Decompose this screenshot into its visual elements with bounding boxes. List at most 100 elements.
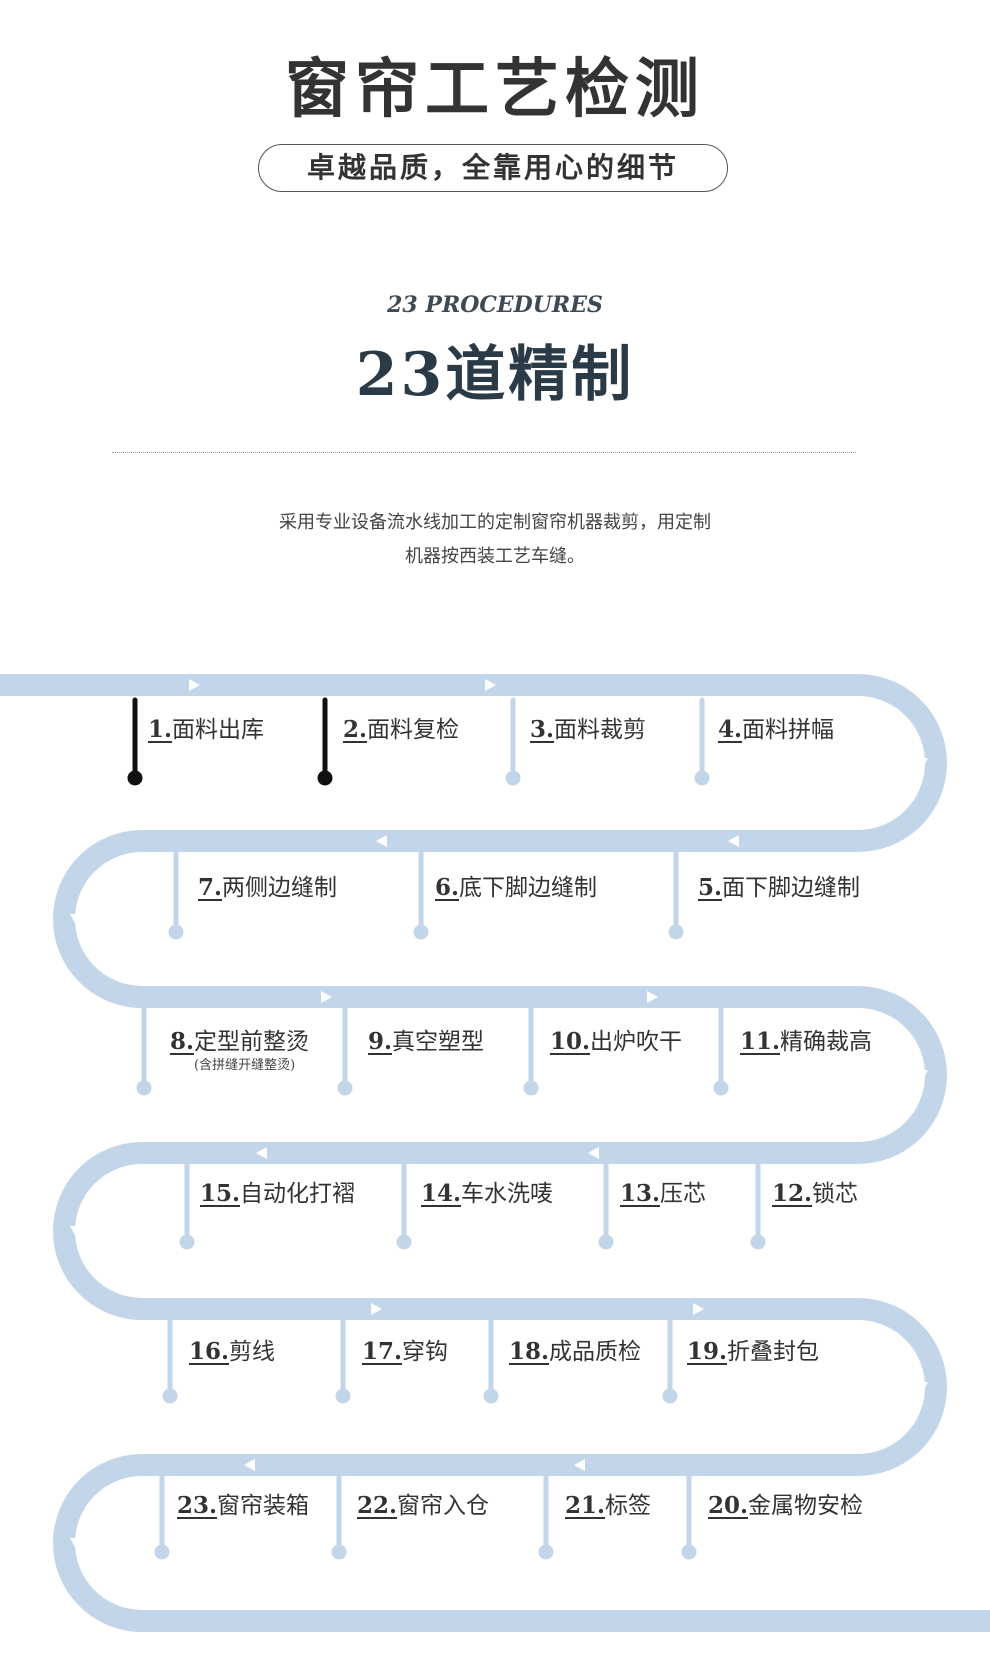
direction-arrow-icon — [916, 1070, 928, 1081]
direction-arrow-icon — [70, 914, 82, 925]
procedures-chinese-heading: 23道精制 — [355, 340, 635, 410]
step-number: 18. — [509, 1338, 550, 1365]
step-marker-dot — [413, 924, 429, 940]
description: 采用专业设备流水线加工的定制窗帘机器裁剪，用定制 机器按西装工艺车缝。 — [0, 506, 990, 574]
step-name: 两侧边缝制 — [222, 875, 338, 901]
step-name: 面下脚边缝制 — [722, 875, 861, 901]
step-label: 22.窗帘入仓 — [357, 1486, 489, 1520]
step-number: 16. — [189, 1338, 230, 1365]
step-marker-dot — [317, 770, 333, 786]
step-name: 压芯 — [660, 1181, 707, 1207]
step-number: 11. — [740, 1028, 781, 1055]
step-label: 14.车水洗唛 — [421, 1174, 553, 1208]
step-number: 15. — [200, 1180, 241, 1207]
step-number: 3. — [530, 716, 555, 743]
step-number: 23. — [177, 1492, 218, 1519]
direction-arrow-icon — [588, 1147, 599, 1159]
step-name: 出炉吹干 — [590, 1029, 683, 1055]
step-name: 金属物安检 — [748, 1493, 864, 1519]
direction-arrow-icon — [376, 835, 387, 847]
step-marker-dot — [538, 1544, 554, 1560]
procedures-english-heading: 23 PROCEDURES — [387, 292, 603, 318]
description-line-1: 采用专业设备流水线加工的定制窗帘机器裁剪，用定制 — [279, 512, 711, 533]
direction-arrow-icon — [647, 991, 658, 1003]
step-label: 19.折叠封包 — [687, 1332, 819, 1366]
step-name: 底下脚边缝制 — [459, 875, 598, 901]
step-name: 车水洗唛 — [461, 1181, 554, 1207]
subtitle-badge: 卓越品质，全靠用心的细节 — [258, 144, 728, 192]
step-marker-dot — [668, 924, 684, 940]
step-number: 10. — [550, 1028, 591, 1055]
step-name: 真空塑型 — [392, 1029, 485, 1055]
direction-arrow-icon — [916, 1382, 928, 1393]
step-number: 13. — [620, 1180, 661, 1207]
step-marker-dot — [335, 1388, 351, 1404]
step-marker-dot — [694, 770, 710, 786]
step-marker-dot — [127, 770, 143, 786]
step-name: 成品质检 — [549, 1339, 642, 1365]
direction-arrows — [70, 679, 928, 1549]
dotted-divider — [112, 452, 856, 453]
step-label: 13.压芯 — [620, 1174, 706, 1208]
direction-arrow-icon — [728, 835, 739, 847]
step-label: 8.定型前整烫 — [170, 1022, 309, 1056]
direction-arrow-icon — [485, 679, 496, 691]
step-marker-dot — [136, 1080, 152, 1096]
step-marker-dot — [750, 1234, 766, 1250]
step-marker-dot — [505, 770, 521, 786]
step-name: 标签 — [605, 1493, 652, 1519]
step-number: 4. — [718, 716, 743, 743]
step-marker-dot — [598, 1234, 614, 1250]
step-number: 1. — [148, 716, 173, 743]
direction-arrow-icon — [70, 1226, 82, 1237]
step-name: 窗帘装箱 — [217, 1493, 310, 1519]
step-name: 面料拼幅 — [742, 717, 835, 743]
step-number: 2. — [343, 716, 368, 743]
step-marker-dot — [681, 1544, 697, 1560]
step-name: 面料出库 — [172, 717, 265, 743]
step-name: 剪线 — [229, 1339, 276, 1365]
step-label: 12.锁芯 — [772, 1174, 858, 1208]
step-number: 17. — [362, 1338, 403, 1365]
step-marker-dot — [179, 1234, 195, 1250]
step-label: 5.面下脚边缝制 — [698, 868, 860, 902]
step-number: 6. — [435, 874, 460, 901]
step-number: 14. — [421, 1180, 462, 1207]
step-label: 9.真空塑型 — [368, 1022, 484, 1056]
direction-arrow-icon — [244, 1459, 255, 1471]
step-label: 11.精确裁高 — [740, 1022, 872, 1056]
step-marker-dot — [331, 1544, 347, 1560]
step-label: 7.两侧边缝制 — [198, 868, 337, 902]
step-number: 9. — [368, 1028, 393, 1055]
direction-arrow-icon — [189, 679, 200, 691]
step-number: 12. — [772, 1180, 813, 1207]
step-marker-dot — [337, 1080, 353, 1096]
step-label: 2.面料复检 — [343, 710, 459, 744]
step-marker-dot — [662, 1388, 678, 1404]
step-marker-dot — [396, 1234, 412, 1250]
step-label: 3.面料裁剪 — [530, 710, 646, 744]
step-name: 面料复检 — [367, 717, 460, 743]
step-note: (含拼缝开缝整烫) — [194, 1058, 296, 1073]
step-label: 18.成品质检 — [509, 1332, 641, 1366]
step-label: 6.底下脚边缝制 — [435, 868, 597, 902]
step-number: 5. — [698, 874, 723, 901]
step-name: 锁芯 — [812, 1181, 859, 1207]
step-marker-dot — [483, 1388, 499, 1404]
step-marker-dot — [523, 1080, 539, 1096]
step-label: 15.自动化打褶 — [200, 1174, 355, 1208]
step-number: 20. — [708, 1492, 749, 1519]
step-label: 10.出炉吹干 — [550, 1022, 682, 1056]
direction-arrow-icon — [70, 1538, 82, 1549]
step-markers — [127, 697, 766, 1560]
direction-arrow-icon — [321, 991, 332, 1003]
step-label: 23.窗帘装箱 — [177, 1486, 309, 1520]
step-name: 自动化打褶 — [240, 1181, 356, 1207]
step-number: 19. — [687, 1338, 728, 1365]
step-label: 4.面料拼幅 — [718, 710, 834, 744]
step-label: 1.面料出库 — [148, 710, 264, 744]
step-number: 22. — [357, 1492, 398, 1519]
step-marker-dot — [713, 1080, 729, 1096]
step-name: 定型前整烫 — [194, 1029, 310, 1055]
